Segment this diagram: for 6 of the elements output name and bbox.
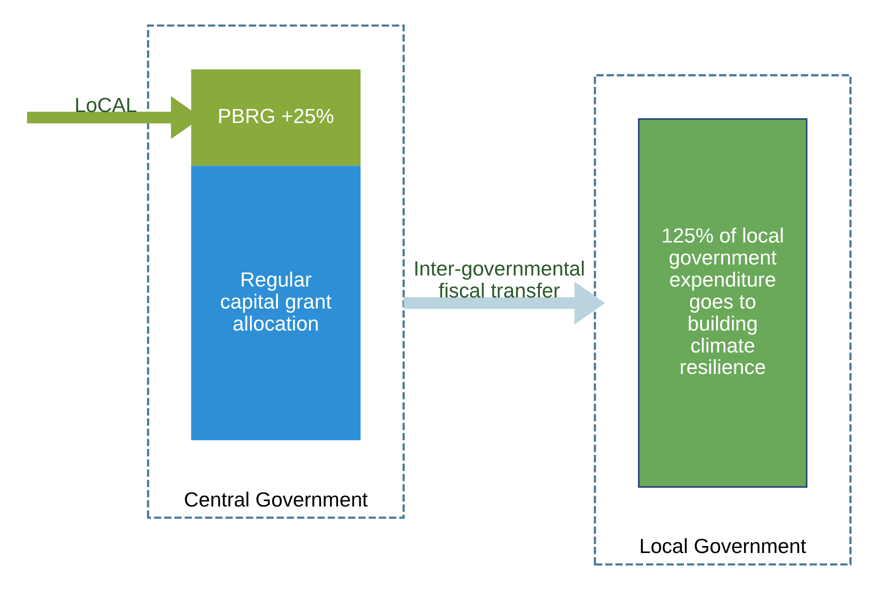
- edge-label: Inter-governmental fiscal transfer: [414, 258, 586, 302]
- node-box: Regular capital grant allocation: [191, 166, 361, 440]
- node-box: PBRG +25%: [191, 69, 361, 166]
- node-box: 125% of local government expenditure goes to building climate resilience: [638, 118, 808, 488]
- arrow: [404, 282, 606, 324]
- edge-label: LoCAL: [74, 94, 137, 118]
